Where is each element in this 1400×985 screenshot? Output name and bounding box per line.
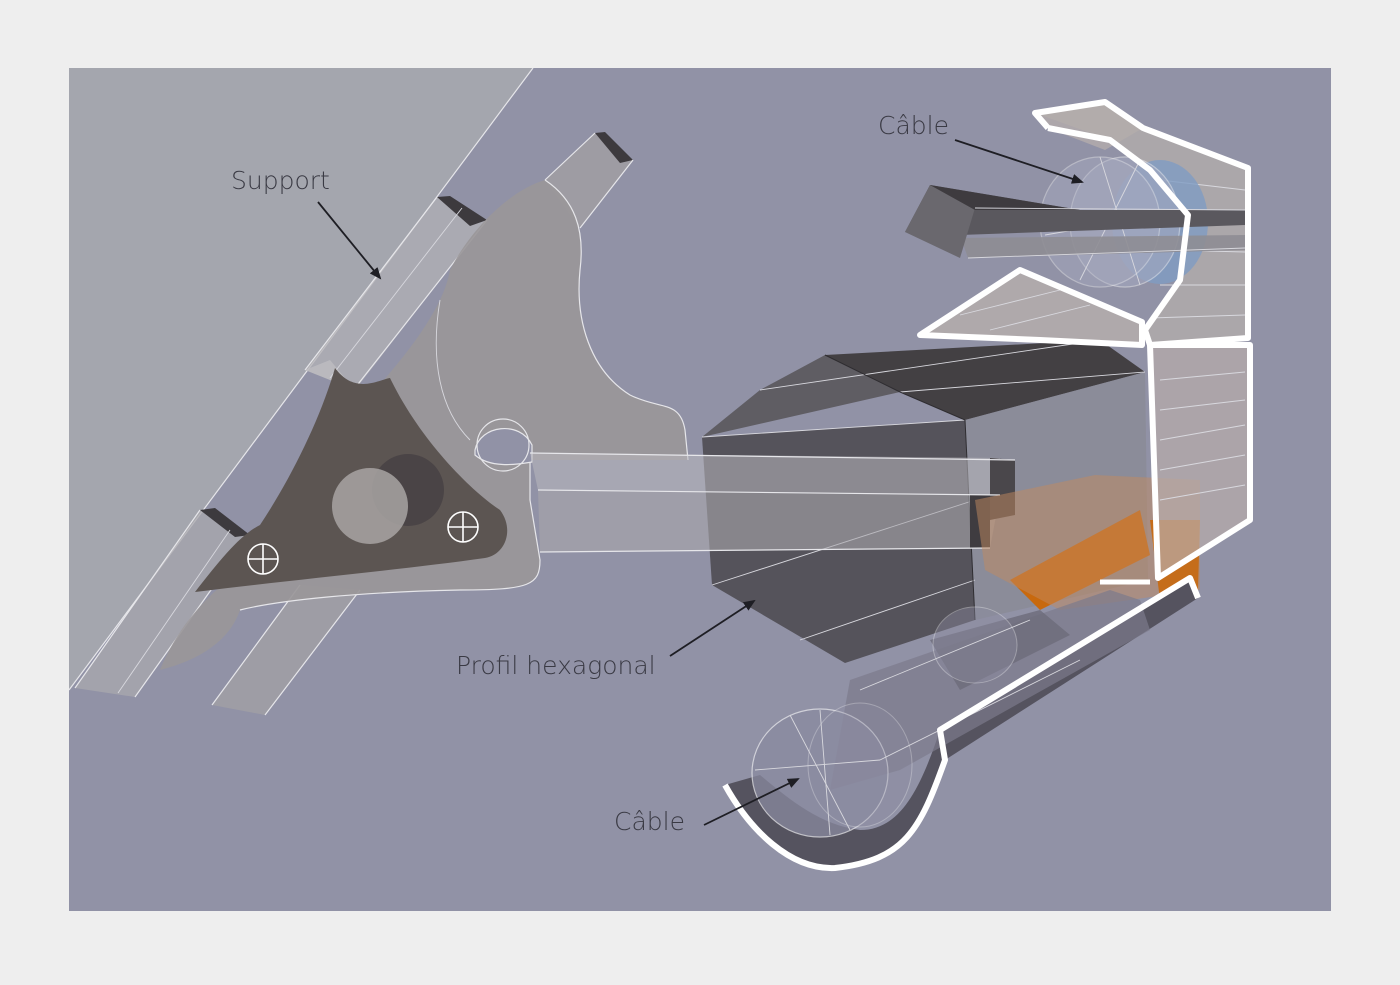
screw-icon-right (447, 511, 479, 543)
label-hex-profile-text: Profil hexagonal (456, 651, 656, 680)
arrow-cable-top (954, 139, 1084, 184)
arrow-hex-profile (669, 599, 756, 657)
label-support-text: Support (231, 166, 330, 195)
label-support: Support (231, 166, 382, 280)
label-cable-bottom-text: Câble (614, 807, 685, 836)
wall-mount-plate (195, 368, 508, 592)
upper-tray (920, 102, 1248, 345)
label-cable-top-text: Câble (878, 111, 949, 140)
lower-tray (722, 575, 1201, 872)
label-hex-profile: Profil hexagonal (456, 599, 756, 680)
square-tube-arm (529, 452, 1016, 553)
support-rail-bottom (211, 584, 361, 716)
screw-icon-left (247, 543, 279, 575)
upper-square-bar (905, 185, 1246, 259)
arrow-support (317, 201, 382, 280)
label-cable-bottom: Câble (614, 778, 800, 836)
arrow-cable-bottom (703, 778, 800, 826)
middle-tray (1100, 342, 1253, 585)
label-cable-top: Câble (878, 111, 1084, 184)
mount-hub (332, 468, 408, 544)
